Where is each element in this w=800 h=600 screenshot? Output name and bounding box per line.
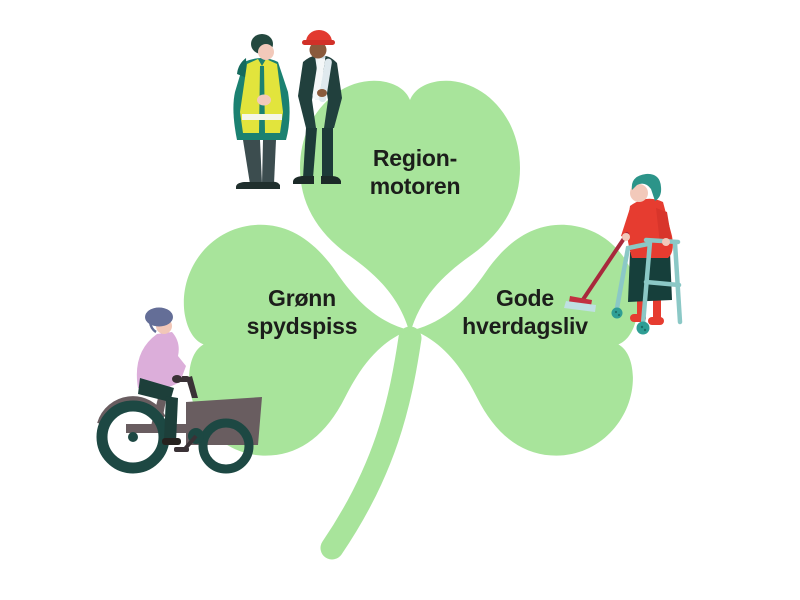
senior-hand (622, 233, 630, 241)
senior-arm (621, 208, 639, 240)
label-gronn-spydspiss: Grønn spydspiss (192, 284, 412, 340)
vest-reflective-stripe (242, 114, 282, 120)
walker-wheel (636, 321, 650, 335)
senior-skirt (628, 252, 672, 302)
hardhat-icon (306, 30, 332, 42)
walker-icon (614, 237, 683, 327)
rider (136, 307, 186, 445)
rider-shoe (162, 438, 181, 445)
senior-hand (662, 238, 670, 246)
worker-hands (257, 94, 271, 106)
worker-shoe (236, 182, 262, 189)
suit-jacket (298, 56, 317, 128)
label-line: motoren (369, 173, 461, 199)
clover-shape (183, 80, 639, 560)
suit-shoe (293, 176, 314, 184)
label-line: spydspiss (246, 313, 358, 339)
rear-wheel (96, 400, 170, 474)
worker-with-vest (233, 34, 290, 189)
front-wheel (198, 418, 254, 474)
construction-workers-illustration (233, 30, 342, 189)
helmet-icon (145, 307, 173, 327)
label-line: Grønn (268, 285, 336, 311)
clover-leaf-left (183, 224, 409, 456)
senior-shoe (648, 317, 664, 325)
worker-hand (317, 89, 327, 97)
label-line: Gode (496, 285, 554, 311)
worker-shoe (257, 181, 280, 189)
label-region-motoren: Region- motoren (305, 144, 525, 200)
senior-hair (631, 173, 662, 201)
label-gode-hverdagsliv: Gode hverdagsliv (415, 284, 635, 340)
label-line: Region- (372, 145, 458, 171)
worker-face-dark (309, 41, 327, 59)
senior-arm (656, 208, 672, 244)
clover-stem (320, 326, 422, 560)
senior-with-walker-illustration (564, 173, 683, 335)
label-line: hverdagsliv (462, 313, 588, 339)
clover-leaf-top (300, 80, 520, 334)
cargo-bike-rider-illustration (96, 307, 262, 474)
worker-with-hardhat (293, 30, 342, 184)
suit-shoe (321, 176, 341, 184)
rider-arm (160, 342, 183, 379)
worker-face (258, 44, 274, 60)
clover-leaf-right (413, 224, 639, 456)
rider-thigh (138, 378, 174, 402)
rider-hand (172, 375, 182, 383)
broom-icon (564, 232, 629, 312)
hardhat-brim (302, 40, 335, 45)
senior-face (630, 184, 648, 202)
rider-calf (164, 396, 178, 442)
